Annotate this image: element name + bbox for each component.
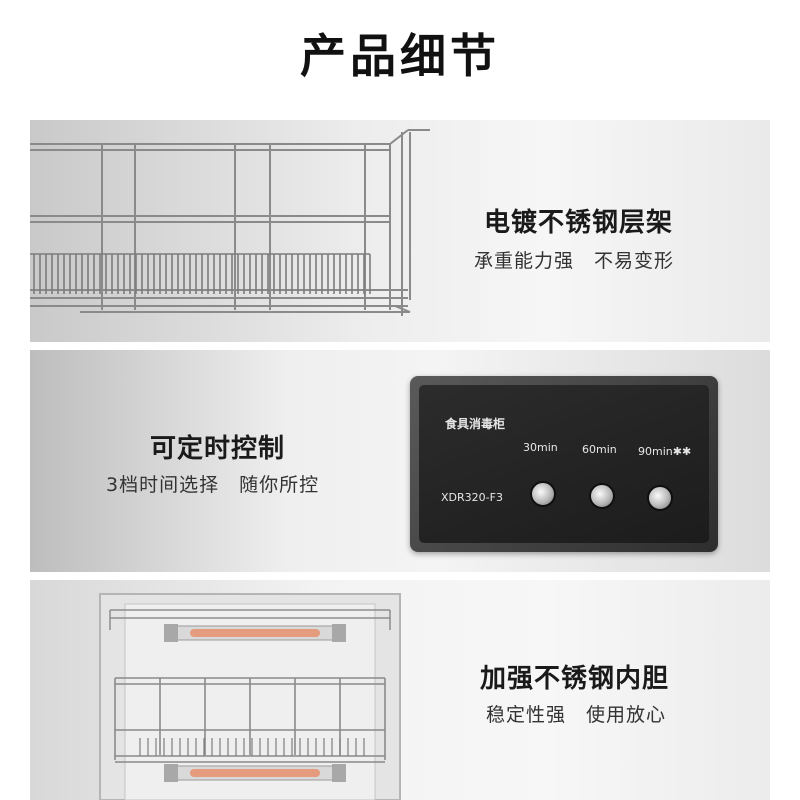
control-panel-image: 食具消毒柜 30min 60min 90min✱✱ XDR320-F3 xyxy=(410,376,718,552)
timer-label-90: 90min✱✱ xyxy=(638,445,692,458)
control-brand-label: 食具消毒柜 xyxy=(445,417,506,431)
timer-label-60: 60min xyxy=(582,443,617,456)
wire-rack-image xyxy=(30,129,430,316)
timer-subtitle: 3档时间选择 随你所控 xyxy=(106,474,320,496)
timer-button-90[interactable] xyxy=(647,485,673,511)
liner-panel: 加强不锈钢内胆 稳定性强 使用放心 xyxy=(30,580,770,800)
page-title: 产品细节 xyxy=(300,29,500,83)
control-model-label: XDR320-F3 xyxy=(441,491,503,504)
timer-button-60[interactable] xyxy=(589,483,615,509)
cabinet-interior-image xyxy=(99,593,401,800)
rack-panel: 电镀不锈钢层架 承重能力强 不易变形 xyxy=(30,120,770,342)
timer-button-30[interactable] xyxy=(530,481,556,507)
liner-title: 加强不锈钢内胆 xyxy=(480,664,670,694)
timer-title: 可定时控制 xyxy=(150,434,286,464)
liner-subtitle: 稳定性强 使用放心 xyxy=(486,704,667,726)
rack-title: 电镀不锈钢层架 xyxy=(484,208,674,238)
timer-label-30: 30min xyxy=(523,441,558,454)
timer-panel: 可定时控制 3档时间选择 随你所控 食具消毒柜 30min 60min 90mi… xyxy=(30,350,770,572)
rack-subtitle: 承重能力强 不易变形 xyxy=(474,250,675,272)
